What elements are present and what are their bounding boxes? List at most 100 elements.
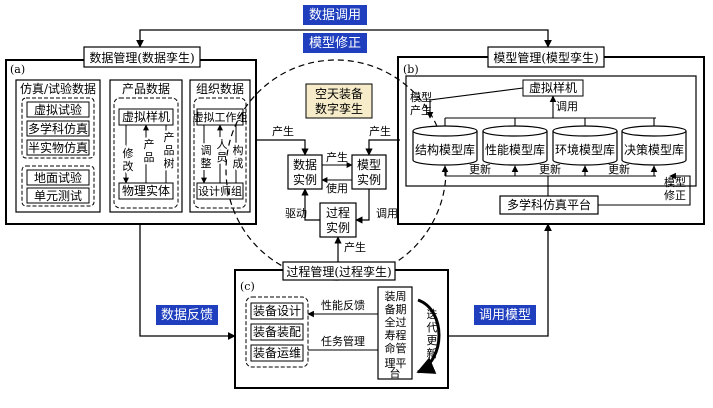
org-data-box	[189, 79, 251, 213]
lc-9: 管	[396, 341, 407, 355]
sim-item-box-1	[26, 120, 90, 137]
lc-12: 台	[390, 366, 401, 380]
org-top: 虚拟工作组	[193, 110, 248, 124]
perf-feedback-label: 性能反馈	[321, 298, 365, 312]
iterate-2: 更	[427, 334, 438, 347]
drive-arrow	[301, 188, 320, 221]
data-mgmt-title-box	[83, 46, 201, 68]
twin-label-1: 数字孪生	[315, 101, 363, 116]
performance-library: 性能模型库	[482, 118, 548, 166]
lc-6: 期	[396, 303, 407, 316]
model-gen-label-0: 模型	[410, 90, 432, 104]
org-col3-1: 成	[233, 157, 244, 170]
model-mgmt-tag: (b)	[403, 63, 419, 76]
sim-item-0: 虚拟试验	[34, 102, 82, 117]
product-col1-1: 改	[123, 159, 134, 173]
drive-label: 驱动	[285, 207, 307, 220]
org-col3-0: 构	[233, 143, 244, 157]
process-produce-label: 产生	[344, 240, 366, 254]
iterate-3: 新	[427, 346, 438, 360]
org-col1-0: 调	[201, 144, 212, 157]
lc-7: 过	[396, 316, 407, 329]
task-mgmt-label: 任务管理	[321, 334, 365, 348]
process-instance-0: 过程	[326, 205, 350, 220]
model-fix-label-0: 模型	[664, 175, 686, 189]
data-feedback-label: 数据反馈	[161, 308, 213, 323]
model-fix-label-1: 修正	[664, 188, 686, 202]
model-gen-label-1: 产生	[410, 103, 432, 117]
org-data-title: 组织数据	[196, 81, 244, 96]
data-feedback-arrow	[139, 224, 236, 340]
model-invoke-label: 调用	[556, 100, 578, 113]
data-feedback-banner	[156, 305, 218, 325]
org-col2-0: 人	[217, 138, 228, 151]
product-col1-0: 修	[123, 146, 134, 160]
performance-library-label: 性能模型库	[485, 142, 545, 157]
lifecycle-platform-box	[377, 286, 413, 380]
platform-label: 多学科仿真平台	[507, 197, 591, 212]
center-use-label: 使用	[326, 182, 348, 195]
sim-item-box-3	[26, 169, 90, 186]
invoke-arrow	[355, 189, 370, 224]
process-item-0: 装备设计	[253, 304, 301, 318]
process-item-2: 装备运维	[253, 346, 301, 360]
data-instance-1: 实例	[293, 172, 317, 187]
environment-library: 环境模型库	[552, 118, 618, 166]
iterate-0: 迭	[427, 308, 438, 321]
process-items-group	[245, 296, 309, 368]
lc-1: 备	[385, 302, 396, 316]
data-call-label: 数据调用	[309, 8, 361, 23]
process-item-box-1	[250, 323, 304, 341]
data-call-banner	[303, 5, 367, 25]
process-item-box-0	[250, 302, 304, 320]
process-mgmt-tag: (c)	[240, 280, 255, 293]
sim-item-box-0	[26, 101, 90, 118]
model-gen-arrow	[426, 87, 524, 119]
product-col3-0: 产	[164, 130, 175, 144]
update-label-2: 更新	[608, 162, 630, 176]
twin-center-box	[305, 83, 373, 119]
lc-4: 命	[385, 341, 396, 355]
environment-library-label: 环境模型库	[555, 142, 615, 157]
structure-library: 结构模型库	[412, 118, 478, 166]
product-col2-1: 品	[144, 151, 155, 164]
product-top: 虚拟样机	[122, 109, 170, 124]
call-model-banner	[474, 305, 536, 325]
invoke-label: 调用	[376, 207, 398, 220]
model-mgmt-title: 模型管理(模型孪生)	[493, 50, 598, 65]
produce-arrow-right	[365, 139, 400, 156]
org-col1-1: 整	[201, 156, 212, 170]
sim-item-4: 单元测试	[34, 188, 82, 203]
produce-arrow-left	[256, 139, 309, 156]
sim-group-top	[21, 97, 95, 159]
product-bottom: 物理实体	[122, 183, 170, 198]
sim-data-box	[15, 79, 101, 213]
model-fix-label: 模型修正	[309, 36, 361, 51]
lc-11: 平	[396, 357, 407, 370]
process-mgmt-title-box	[282, 261, 396, 281]
lc-8: 程	[396, 329, 407, 342]
process-instance-1: 实例	[326, 220, 350, 235]
sim-item-3: 地面试验	[34, 170, 82, 185]
lc-10: 理	[385, 357, 396, 370]
produce-label-right: 产生	[369, 124, 391, 138]
sim-item-box-4	[26, 187, 90, 204]
decision-library-label: 决策模型库	[624, 142, 684, 157]
process-item-box-2	[250, 344, 304, 362]
decision-library: 决策模型库	[621, 118, 687, 166]
product-col2-0: 产	[144, 137, 155, 151]
data-mgmt-title: 数据管理(数据孪生)	[89, 50, 194, 65]
produce-label-left: 产生	[272, 124, 294, 138]
product-col3-2: 树	[164, 156, 175, 170]
process-mgmt-title: 过程管理(过程孪生)	[286, 264, 391, 279]
model-instance-0: 模型	[357, 158, 381, 172]
org-bottom: 设计师组	[198, 184, 242, 198]
data-instance-0: 数据	[293, 157, 317, 172]
iterate-1: 代	[427, 321, 438, 334]
update-label-0: 更新	[469, 162, 491, 176]
update-label-1: 更新	[539, 162, 561, 176]
iterate-curve-arrow	[416, 298, 441, 374]
model-fix-arrow	[598, 172, 691, 206]
